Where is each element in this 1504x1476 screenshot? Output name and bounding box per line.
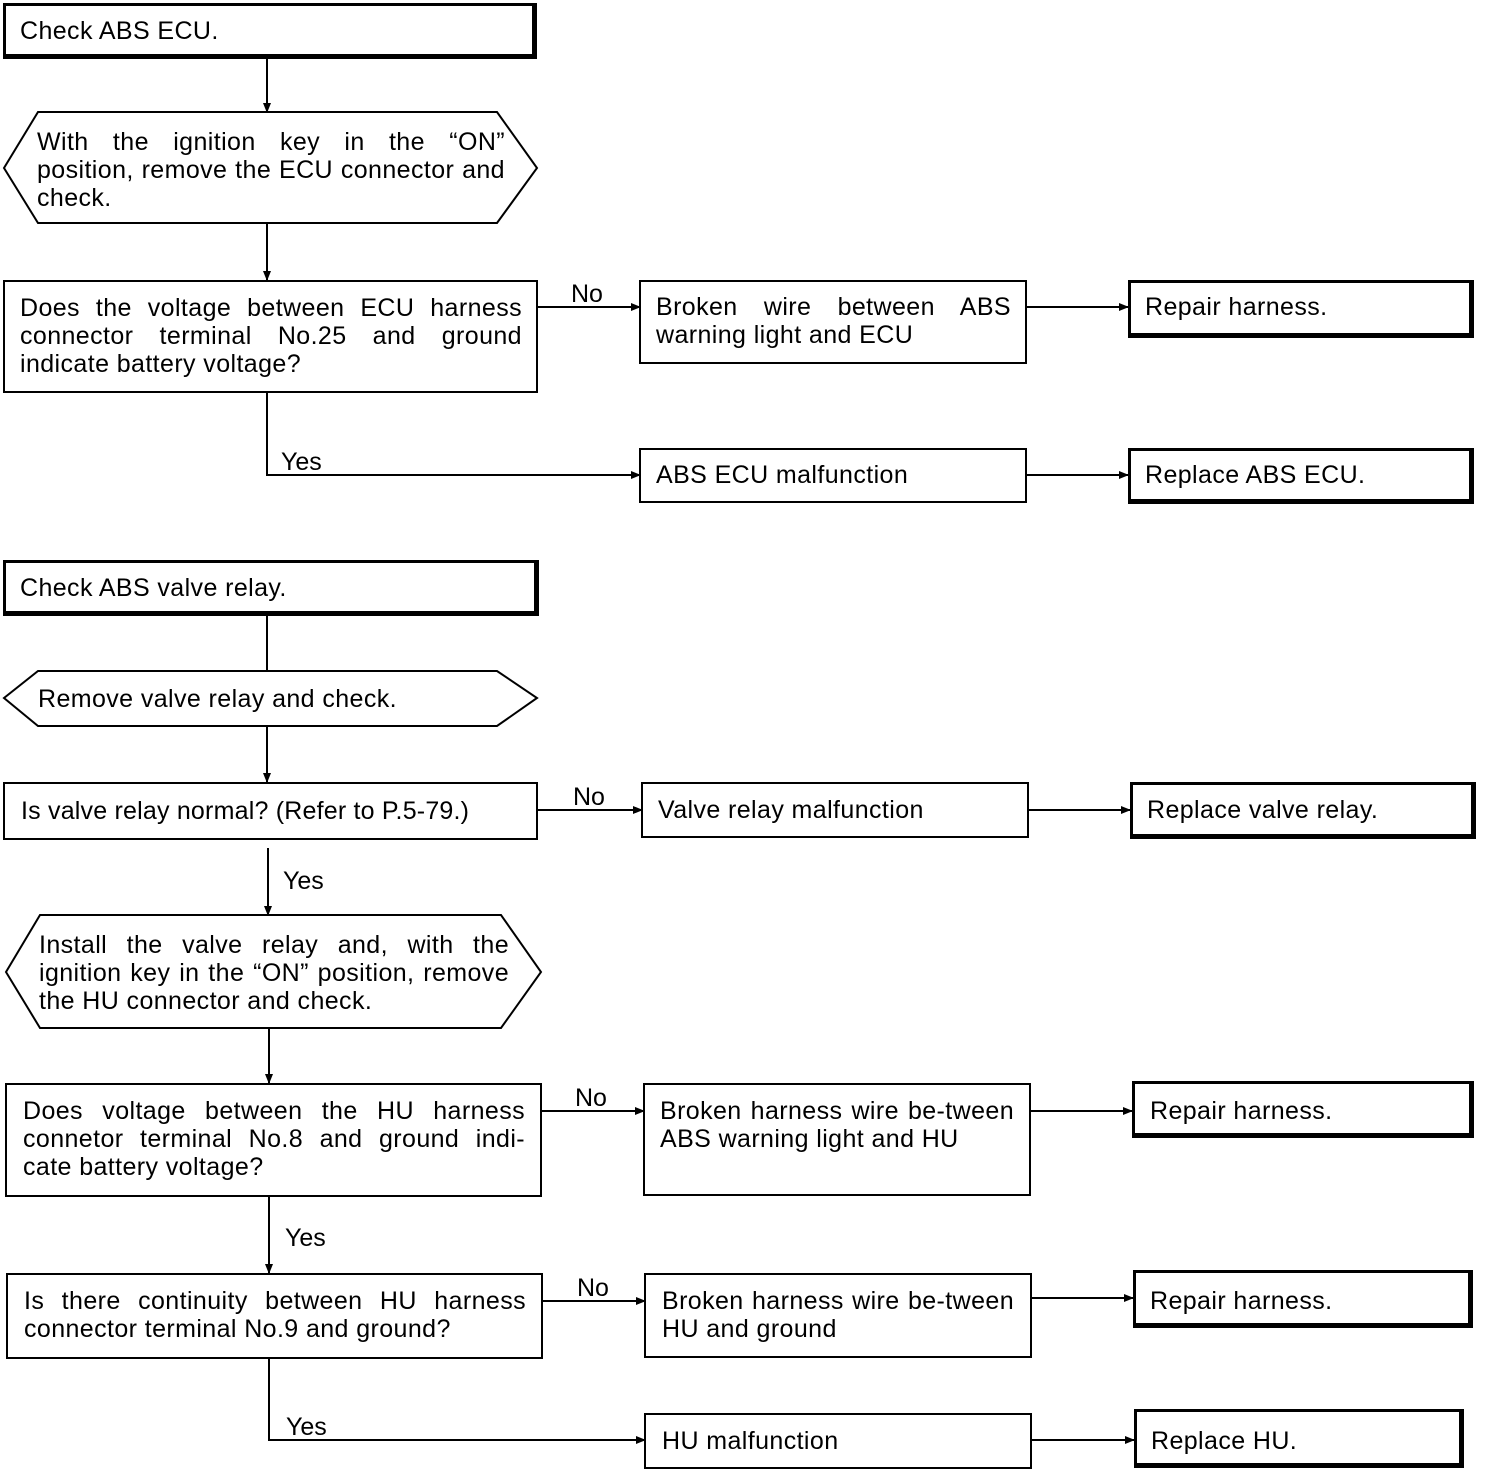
decision-hexagon-step1	[2, 111, 539, 224]
label-yes: Yes	[281, 448, 322, 476]
action-repair-harness-hu-light-text: Repair harness.	[1150, 1097, 1333, 1125]
header-check-abs-valve-relay-text: Check ABS valve relay.	[20, 574, 287, 602]
label-q3-yes: Yes	[286, 1413, 327, 1441]
question-hu-terminal-8-voltage-text: Does voltage between the HU harness conn…	[23, 1097, 525, 1181]
label-q3-no: No	[577, 1274, 609, 1302]
action-replace-hu-text: Replace HU.	[1151, 1427, 1298, 1455]
decision-hexagon-install-relay	[4, 914, 543, 1029]
arrow-q3-yes	[268, 1358, 646, 1444]
result-broken-wire-abs-light-hu-text: Broken harness wire be-tween ABS warning…	[660, 1097, 1014, 1153]
question-valve-relay-normal-text: Is valve relay normal? (Refer to P.5-79.…	[21, 797, 470, 825]
step-remove-valve-relay: Remove valve relay and check.	[38, 685, 397, 713]
action-replace-valve-relay	[1130, 782, 1476, 839]
action-replace-hu	[1134, 1409, 1464, 1468]
question-hu-terminal-9-continuity	[6, 1273, 543, 1359]
result-abs-ecu-malfunction-text: ABS ECU malfunction	[656, 461, 909, 489]
action-repair-harness-hu-ground	[1133, 1270, 1473, 1328]
action-repair-harness-text: Repair harness.	[1145, 293, 1328, 321]
step-install-relay-remove-hu-connector: Install the valve relay and, with the ig…	[39, 931, 509, 1015]
action-replace-abs-ecu	[1128, 448, 1474, 504]
label-q1-yes: Yes	[283, 867, 324, 895]
action-replace-abs-ecu-text: Replace ABS ECU.	[1145, 461, 1366, 489]
label-q1-no: No	[573, 783, 605, 811]
question-ecu-terminal-25-voltage	[3, 280, 538, 393]
result-broken-wire-abs-light-ecu-text: Broken wire between ABS warning light an…	[656, 293, 1011, 349]
result-broken-wire-hu-ground	[644, 1273, 1032, 1358]
label-no: No	[571, 280, 603, 308]
result-broken-wire-abs-light-ecu	[639, 280, 1027, 364]
header-check-abs-ecu	[3, 3, 537, 59]
question-hu-terminal-9-continuity-text: Is there continuity between HU harness c…	[24, 1287, 526, 1343]
action-replace-valve-relay-text: Replace valve relay.	[1147, 796, 1379, 824]
question-valve-relay-normal	[3, 782, 538, 840]
header-check-abs-valve-relay	[3, 560, 539, 616]
result-broken-wire-abs-light-hu	[643, 1083, 1031, 1196]
step-ignition-remove-ecu-connector: With the ignition key in the “ON” positi…	[37, 128, 505, 212]
label-q2-yes: Yes	[285, 1224, 326, 1252]
result-valve-relay-malfunction-text: Valve relay malfunction	[658, 796, 924, 824]
result-hu-malfunction-text: HU malfunction	[662, 1427, 839, 1455]
question-hu-terminal-8-voltage	[5, 1083, 542, 1197]
result-abs-ecu-malfunction	[639, 448, 1027, 503]
header-check-abs-ecu-text: Check ABS ECU.	[20, 17, 219, 45]
result-broken-wire-hu-ground-text: Broken harness wire be-tween HU and grou…	[662, 1287, 1014, 1343]
result-valve-relay-malfunction	[641, 782, 1029, 838]
action-repair-harness	[1128, 280, 1474, 338]
arrow-question-yes	[266, 392, 641, 479]
result-hu-malfunction	[644, 1413, 1032, 1469]
label-q2-no: No	[575, 1084, 607, 1112]
question-ecu-terminal-25-voltage-text: Does the voltage between ECU harness con…	[20, 294, 522, 378]
action-repair-harness-hu-ground-text: Repair harness.	[1150, 1287, 1333, 1315]
action-repair-harness-hu-light	[1132, 1081, 1474, 1138]
decision-hexagon-remove-relay	[2, 670, 539, 727]
